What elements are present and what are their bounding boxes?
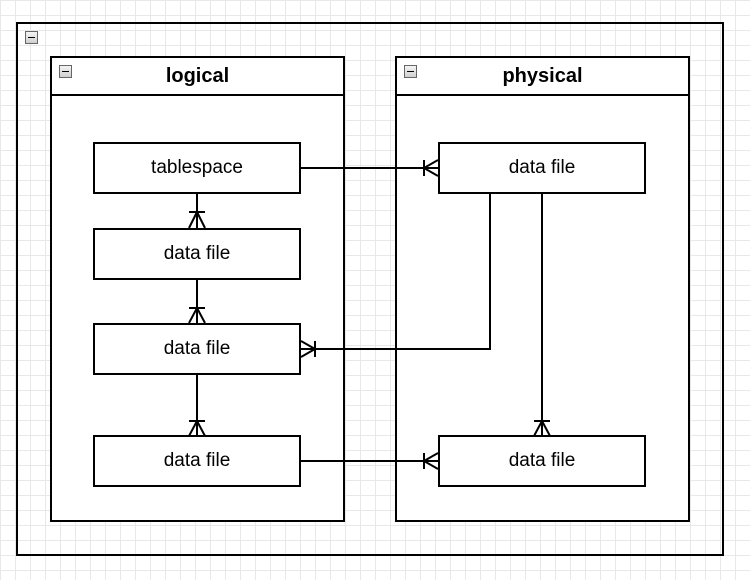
entity-logical-data-file-1[interactable]: data file xyxy=(93,228,301,280)
logical-container-title: logical xyxy=(52,58,343,96)
entity-tablespace[interactable]: tablespace xyxy=(93,142,301,194)
entity-physical-data-file-2[interactable]: data file xyxy=(438,435,646,487)
physical-container-title: physical xyxy=(397,58,688,96)
entity-physical-data-file-1[interactable]: data file xyxy=(438,142,646,194)
outer-collapse-icon[interactable] xyxy=(25,31,38,44)
outer-group xyxy=(16,22,724,556)
entity-logical-data-file-3[interactable]: data file xyxy=(93,435,301,487)
entity-logical-data-file-2[interactable]: data file xyxy=(93,323,301,375)
logical-collapse-icon[interactable] xyxy=(59,65,72,78)
physical-collapse-icon[interactable] xyxy=(404,65,417,78)
